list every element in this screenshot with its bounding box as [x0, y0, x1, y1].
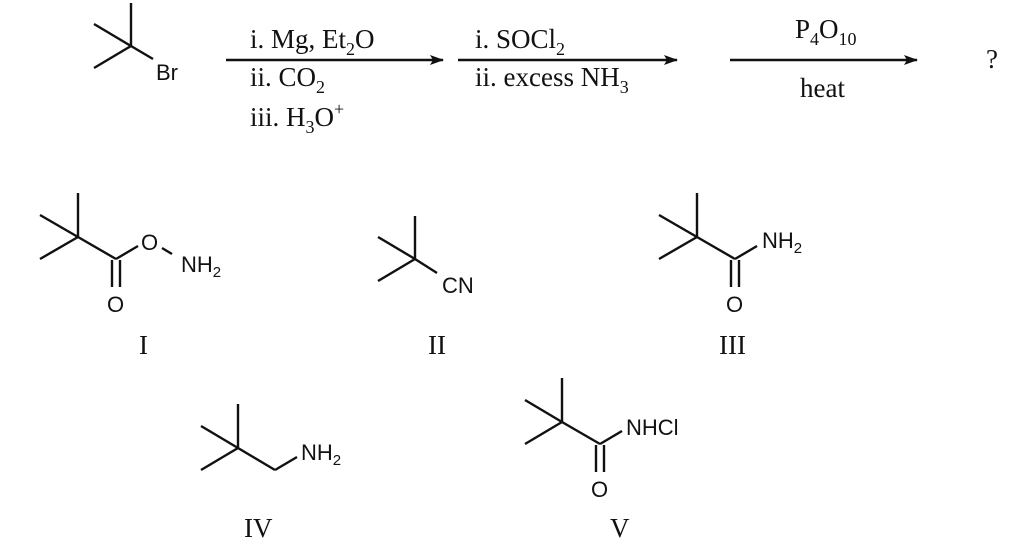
step2-reagent-line2: ii. excess NH3 [475, 62, 629, 97]
carbonyl-oxygen-label: O [726, 292, 743, 317]
carbonyl-oxygen-label: O [591, 477, 608, 502]
bromine-atom-label: Br [156, 60, 178, 85]
step3-condition-below: heat [800, 73, 845, 103]
choice-II-structure[interactable]: CN II [377, 216, 474, 360]
choice-II-label: II [428, 330, 446, 360]
step1-reagent-line1: i. Mg, Et2O [250, 24, 375, 59]
step1-reagent-line3: iii. H3O+ [250, 99, 344, 137]
amide-nh2-label: NH2 [762, 228, 802, 257]
step3-arrow: P4O10 heat [730, 14, 918, 103]
choice-I-structure[interactable]: O NH2 O I [39, 193, 221, 360]
step3-reagent-above: P4O10 [795, 14, 857, 49]
choice-IV-structure[interactable]: NH2 IV [200, 404, 341, 543]
unknown-product: ? [986, 44, 998, 74]
ester-oxygen-label: O [141, 230, 158, 255]
amine-label: NH2 [301, 440, 341, 469]
choice-V-label: V [610, 513, 630, 543]
choice-III-label: III [719, 330, 746, 360]
starting-material-tbutyl-bromide: Br [93, 3, 178, 85]
n-chloroamide-label: NHCl [626, 415, 679, 440]
choice-I-label: I [139, 330, 148, 360]
step2-arrow: i. SOCl2 ii. excess NH3 [458, 24, 678, 97]
nitrile-label: CN [442, 273, 474, 298]
choice-IV-label: IV [244, 513, 273, 543]
step2-reagent-line1: i. SOCl2 [475, 24, 565, 59]
step1-reagent-line2: ii. CO2 [250, 62, 325, 97]
step1-arrow: i. Mg, Et2O ii. CO2 iii. H3O+ [226, 24, 444, 137]
choice-III-structure[interactable]: NH2 O III [658, 193, 802, 360]
carbonyl-oxygen-label: O [107, 292, 124, 317]
choice-V-structure[interactable]: NHCl O V [524, 378, 679, 543]
amine-label: NH2 [181, 252, 221, 281]
